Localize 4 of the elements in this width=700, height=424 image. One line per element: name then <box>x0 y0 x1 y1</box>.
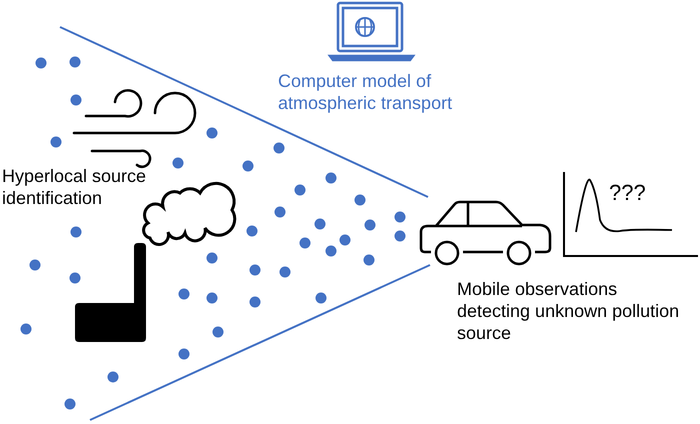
source-caption: Hyperlocal source identification <box>2 165 148 209</box>
observation-caption: Mobile observations detecting unknown pollution source <box>457 278 680 344</box>
model-caption: Computer model of atmospheric transport <box>278 70 454 114</box>
unknown-marker-text: ??? <box>609 182 647 204</box>
